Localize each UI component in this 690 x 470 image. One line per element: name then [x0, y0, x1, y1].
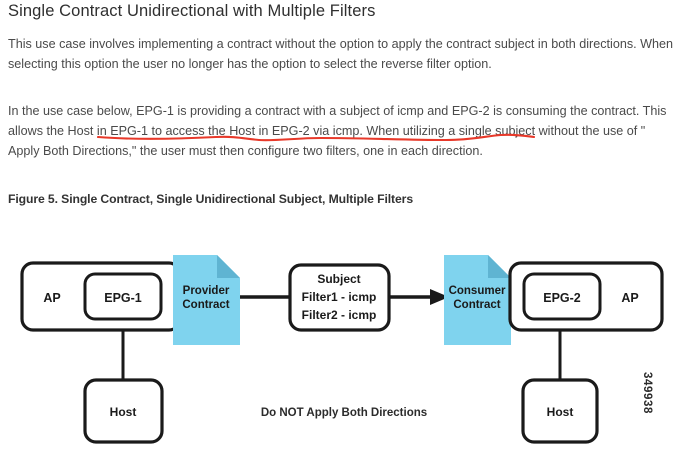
figure-number-label: 349938: [641, 372, 653, 414]
provider-contract-label-line2: Contract: [182, 299, 229, 311]
subject-filter1-label: Filter1 - icmp: [302, 290, 377, 304]
host-box-right: [521, 378, 599, 444]
body-paragraph-2: In the use case below, EPG-1 is providin…: [8, 104, 667, 158]
subject-box: [288, 263, 391, 332]
provider-contract-shape: [173, 255, 240, 345]
ap-left-label: AP: [43, 291, 60, 305]
figure-diagram: AP EPG-1 Provider Contract Subject Filte…: [0, 226, 690, 470]
subject-title-label: Subject: [317, 272, 360, 286]
ap-right-label: AP: [621, 291, 638, 305]
host-right-label: Host: [547, 405, 574, 419]
epg-left-label: EPG-1: [104, 291, 142, 305]
consumer-contract-shape: [444, 255, 511, 345]
epg-right-label: EPG-2: [543, 291, 581, 305]
arrow-subject-to-consumer: [388, 289, 449, 305]
page-title: Single Contract Unidirectional with Mult…: [8, 2, 376, 20]
provider-contract-label-line1: Provider: [183, 285, 230, 297]
host-box-left: [83, 378, 164, 444]
diagram-note-label: Do NOT Apply Both Directions: [261, 407, 427, 419]
subject-filter2-label: Filter2 - icmp: [302, 308, 377, 322]
host-left-label: Host: [110, 405, 137, 419]
consumer-contract-label-line2: Contract: [453, 299, 500, 311]
figure-number: 349938: [639, 372, 653, 444]
consumer-contract-label-line1: Consumer: [449, 285, 506, 297]
epg-box-right: [522, 272, 602, 321]
epg-box-left: [83, 272, 163, 321]
body-paragraph-1: This use case involves implementing a co…: [8, 37, 674, 71]
figure-caption: Figure 5. Single Contract, Single Unidir…: [8, 192, 413, 206]
